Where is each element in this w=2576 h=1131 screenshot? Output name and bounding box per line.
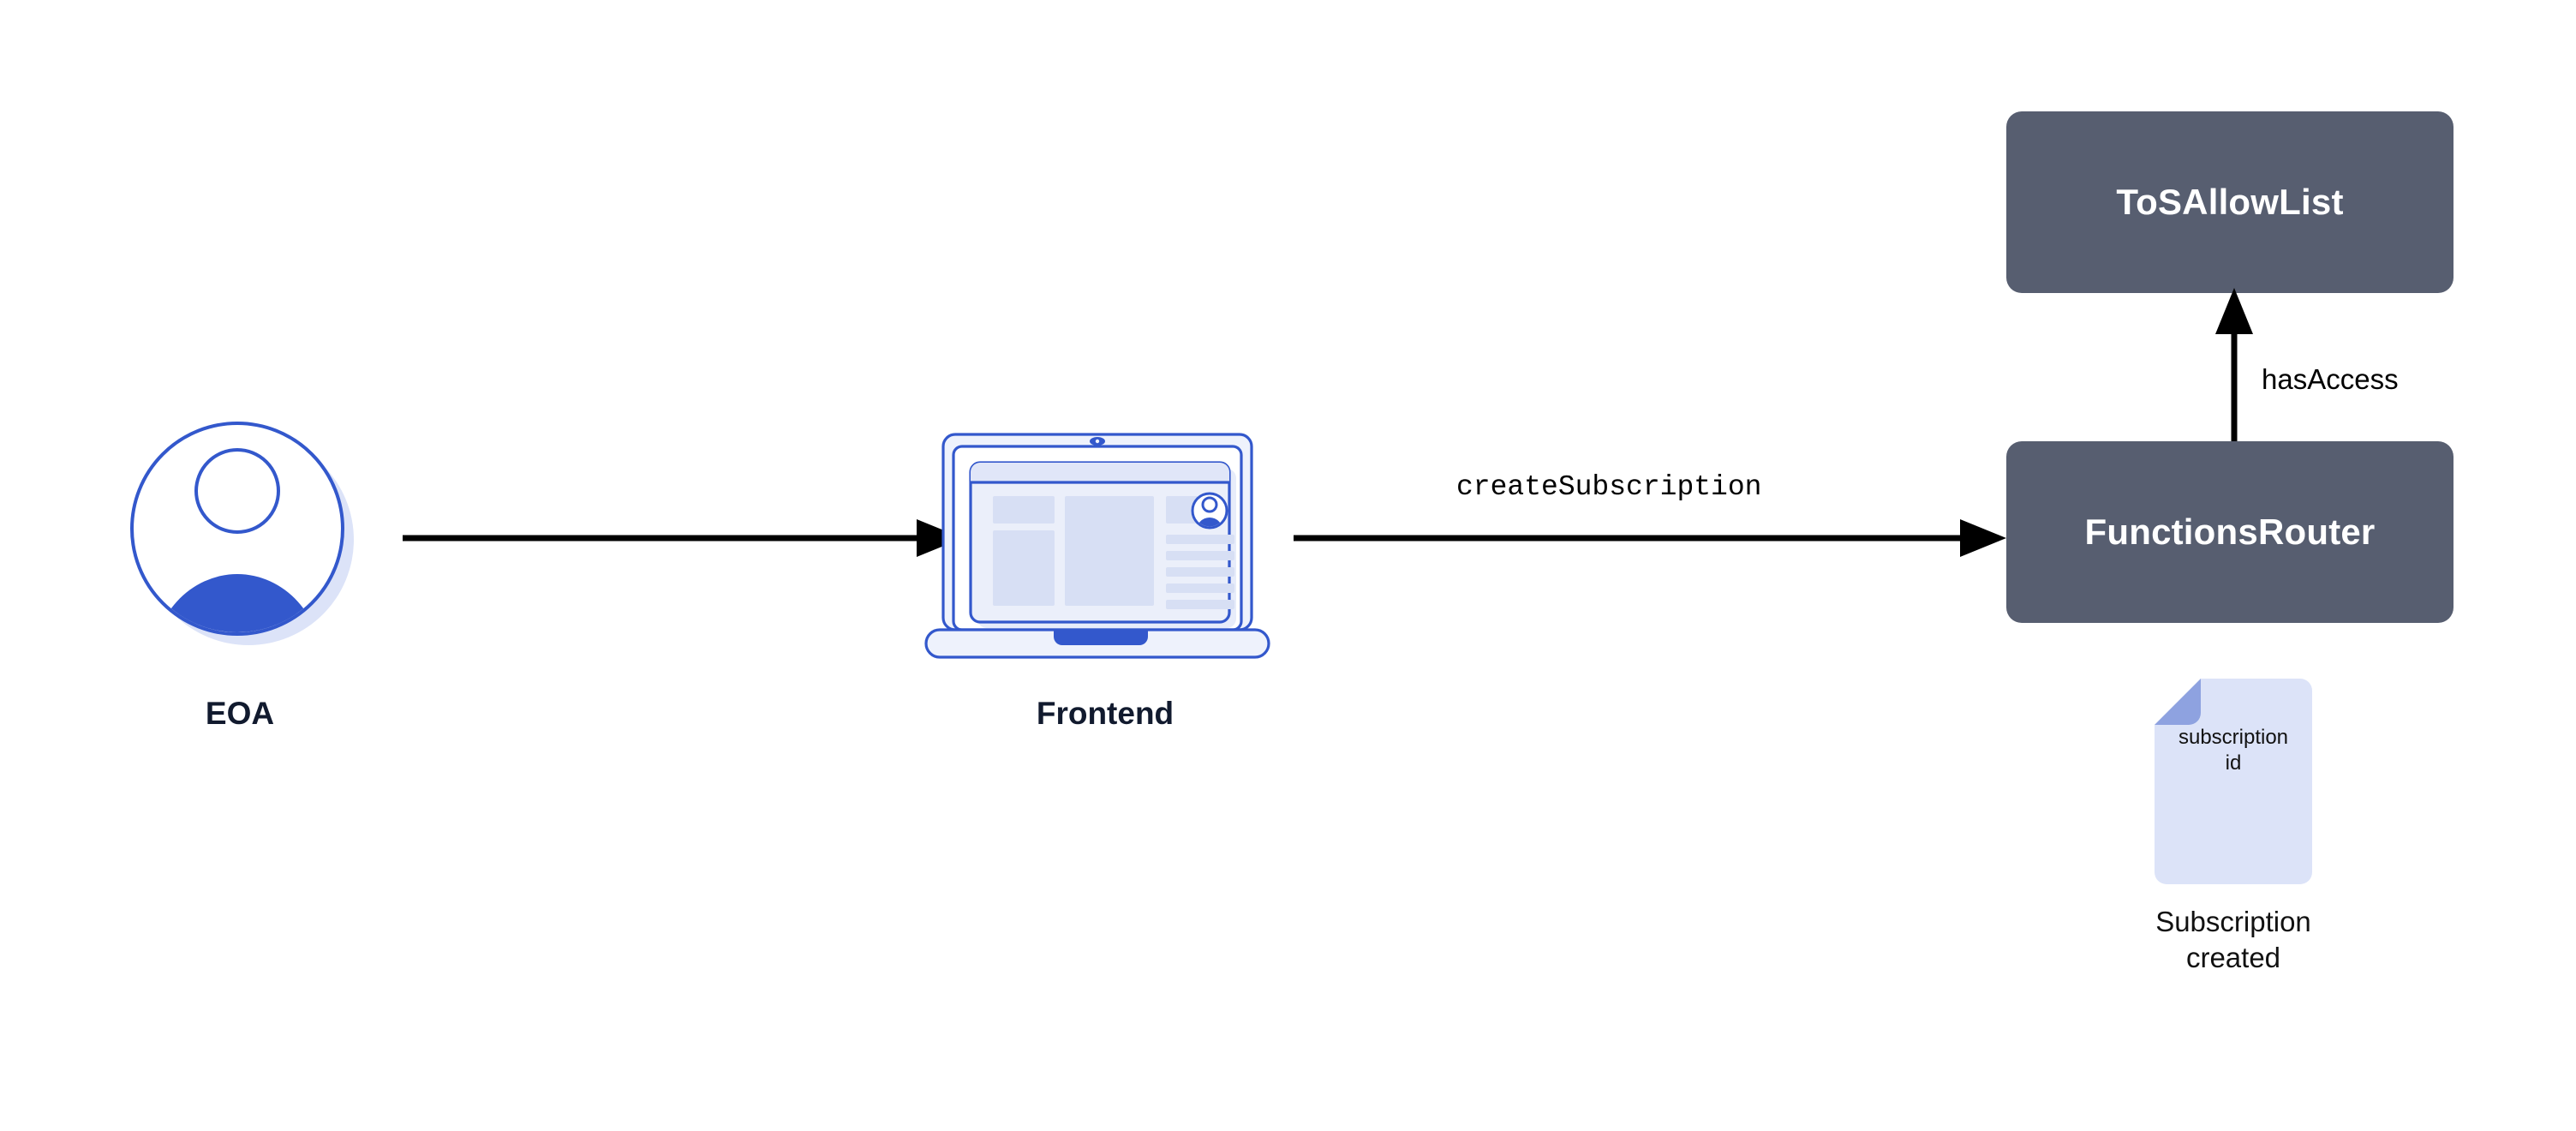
edge-label-create-subscription: createSubscription	[1456, 471, 1762, 503]
node-eoa[interactable]	[120, 411, 360, 651]
node-functions-router-label: FunctionsRouter	[2084, 511, 2376, 552]
node-subscription-file-caption: Subscription created	[2073, 904, 2394, 976]
document-icon-text: subscription id	[2153, 725, 2314, 776]
subscription-caption-line-1: Subscription	[2155, 906, 2311, 937]
subscription-caption-line-2: created	[2185, 942, 2281, 974]
edge-label-has-access: hasAccess	[2262, 363, 2399, 395]
edge-router-to-tos	[2215, 288, 2253, 444]
node-subscription-file[interactable]: subscription id	[2153, 677, 2314, 888]
node-eoa-label: EOA	[205, 696, 275, 731]
node-frontend-label: Frontend	[1036, 696, 1174, 731]
edge-eoa-to-frontend	[403, 519, 963, 557]
screen-avatar-icon	[1191, 492, 1228, 530]
user-avatar-icon	[130, 422, 354, 645]
laptop-icon	[924, 433, 1270, 659]
node-frontend[interactable]	[921, 424, 1294, 668]
document-text-line-1: subscription	[2178, 726, 2289, 749]
document-icon	[2155, 679, 2312, 884]
document-text-line-2: id	[2225, 751, 2242, 775]
edge-frontend-to-router	[1294, 519, 2006, 557]
node-functions-router[interactable]: FunctionsRouter	[2006, 441, 2453, 623]
node-tos-allow-list-label: ToSAllowList	[2116, 181, 2344, 222]
node-tos-allow-list[interactable]: ToSAllowList	[2006, 111, 2453, 293]
